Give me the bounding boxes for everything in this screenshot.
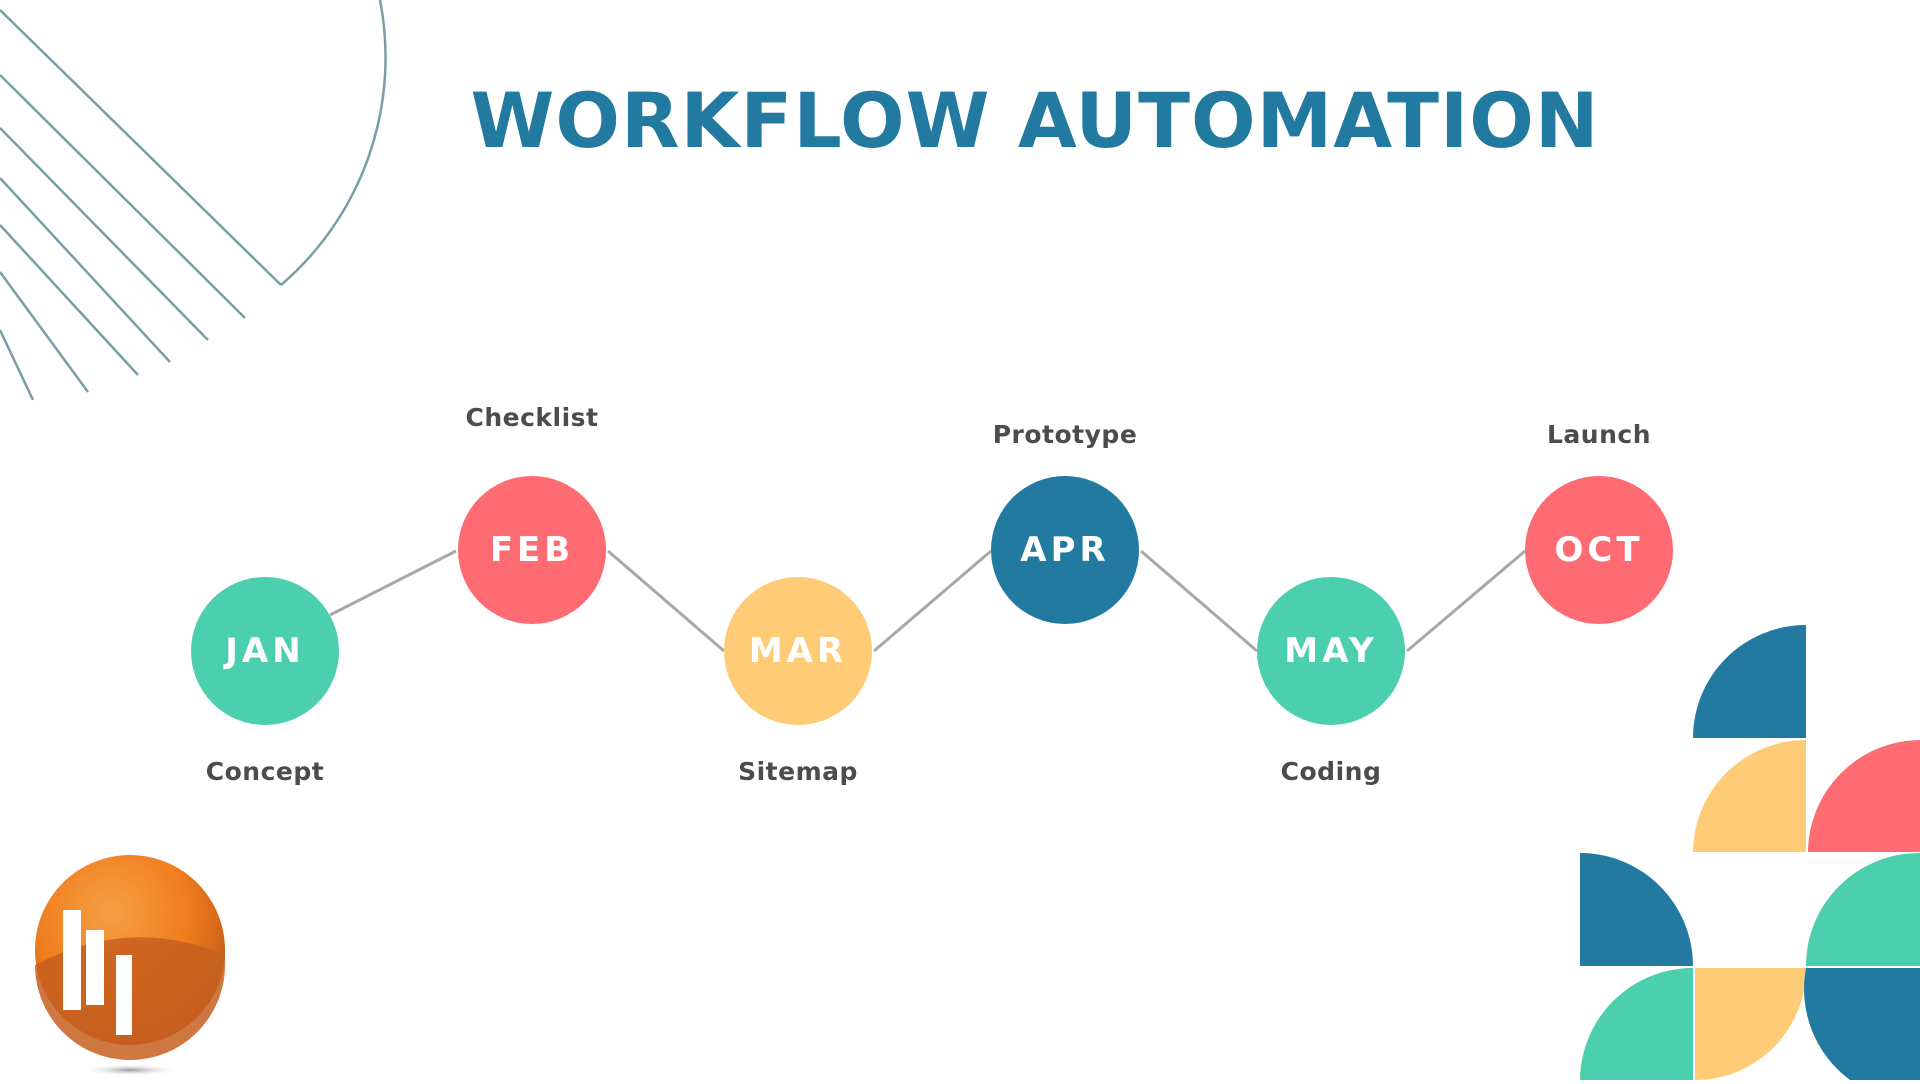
bar-chart-globe-icon <box>35 855 225 1076</box>
milestone-apr-label: Prototype <box>992 420 1138 449</box>
decorative-line-art <box>0 0 387 401</box>
milestone-jan-circle: JAN <box>191 577 339 725</box>
page-title: WORKFLOW AUTOMATION <box>470 76 1600 165</box>
milestone-may-circle: MAY <box>1257 577 1405 725</box>
milestone-apr-circle: APR <box>991 476 1139 624</box>
milestone-feb-label: Checklist <box>465 403 599 432</box>
milestone-may-label: Coding <box>1280 757 1382 786</box>
milestone-oct-circle: OCT <box>1525 476 1673 624</box>
company-logo <box>30 855 230 1080</box>
milestone-jan-label: Concept <box>205 757 325 786</box>
milestone-mar-circle: MAR <box>724 577 872 725</box>
milestone-oct-label: Launch <box>1546 420 1651 449</box>
milestone-mar-label: Sitemap <box>738 757 858 786</box>
milestone-feb-circle: FEB <box>458 476 606 624</box>
